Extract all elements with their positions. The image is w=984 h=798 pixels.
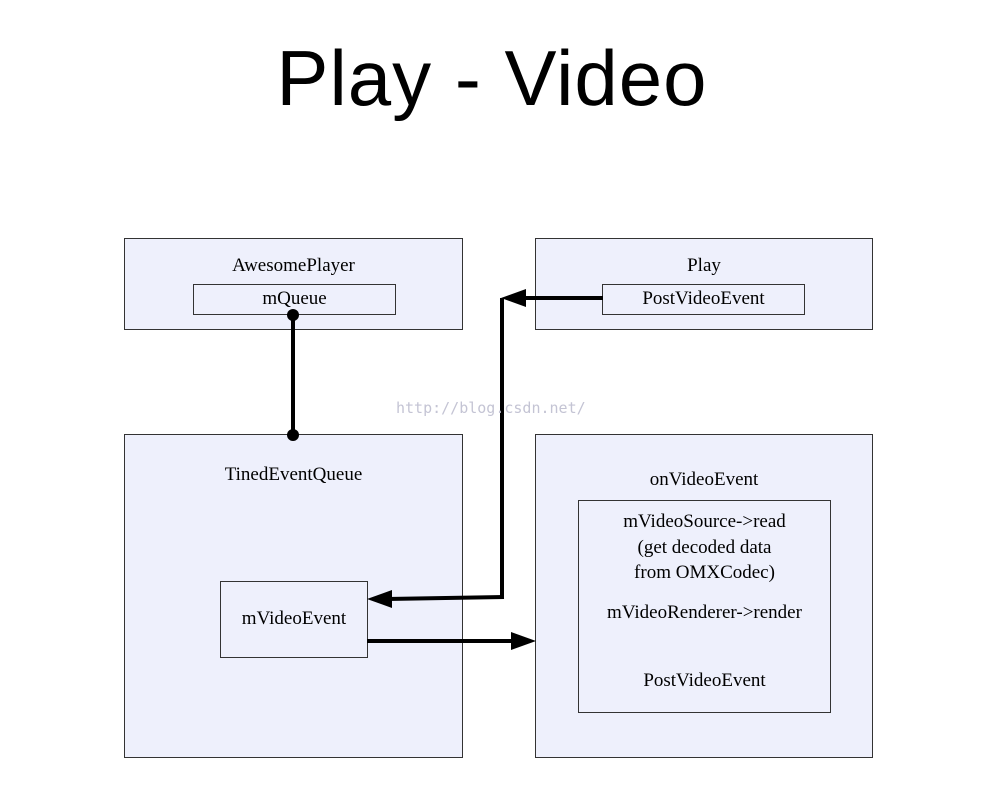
watermark: http://blog.csdn.net/ [396,399,586,417]
on-video-event-label: onVideoEvent [649,469,759,490]
mqueue-link [287,309,299,441]
step-video-renderer-render: mVideoRenderer->render [607,602,802,623]
play-box: Play PostVideoEvent [535,238,873,330]
post-event-arrow [367,289,603,608]
step-from-omxcodec: from OMXCodec) [634,562,775,583]
step-video-source-read: mVideoSource->read [623,511,786,532]
dispatch-event-arrow [367,632,536,650]
step-post-video-event: PostVideoEvent [643,670,766,691]
diagram-title: Play - Video [276,34,708,122]
post-video-event-box: PostVideoEvent [602,284,805,315]
play-label: Play [687,255,721,276]
step-get-decoded-data: (get decoded data [637,537,772,558]
event-queue-box: TinedEventQueue mVideoEvent [124,434,463,758]
awesome-player-label: AwesomePlayer [232,255,355,276]
awesome-player-box: AwesomePlayer mQueue [124,238,463,330]
on-video-event-steps-box: mVideoSource->read (get decoded data fro… [578,500,831,713]
mvideo-event-box: mVideoEvent [220,581,368,658]
on-video-event-box: onVideoEvent mVideoSource->read (get dec… [535,434,873,758]
event-queue-label: TinedEventQueue [224,464,363,485]
